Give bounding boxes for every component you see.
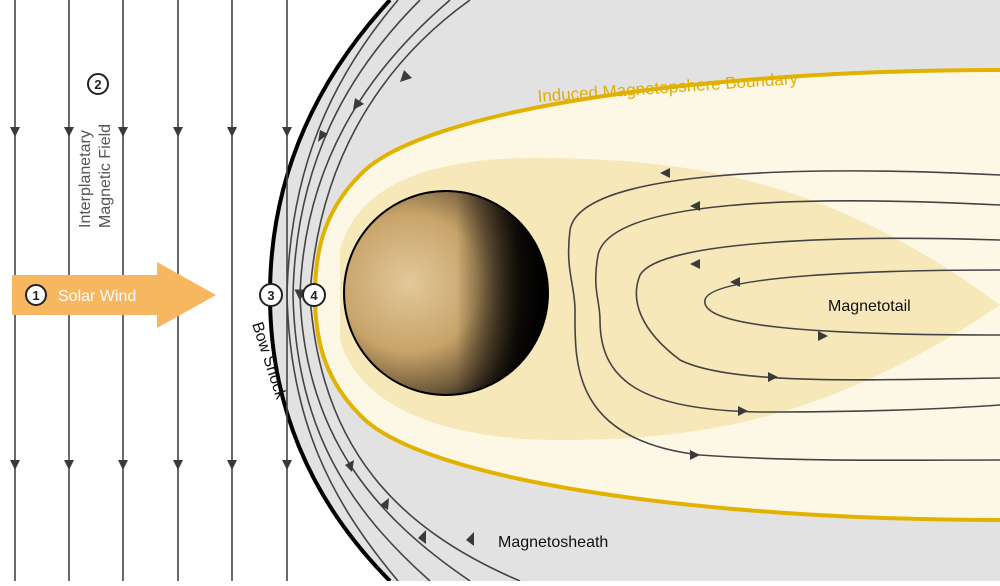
- marker-imb: 4: [302, 283, 326, 307]
- solar-wind-label: Solar Wind: [58, 288, 136, 305]
- venus-planet: [343, 190, 549, 396]
- marker-bow-shock: 3: [259, 283, 283, 307]
- imf-label-line2: Magnetic Field: [97, 124, 114, 228]
- svg-text:1: 1: [32, 288, 39, 303]
- svg-text:4: 4: [310, 288, 318, 303]
- magnetosheath-label: Magnetosheath: [498, 534, 608, 551]
- marker-imf: 2: [87, 73, 109, 95]
- svg-text:2: 2: [94, 77, 101, 92]
- solar-wind-arrow: [12, 262, 216, 328]
- marker-solar-wind: 1: [25, 284, 47, 306]
- magnetotail-arrowheads: [660, 168, 828, 460]
- magnetotail-label: Magnetotail: [828, 298, 911, 315]
- magnetotail-field-lines: [567, 170, 1000, 462]
- draped-field-arrowheads: [318, 70, 474, 546]
- imf-label-line1: Interplanetary: [77, 130, 94, 228]
- imf-arrowheads: [10, 127, 292, 470]
- svg-text:3: 3: [267, 288, 274, 303]
